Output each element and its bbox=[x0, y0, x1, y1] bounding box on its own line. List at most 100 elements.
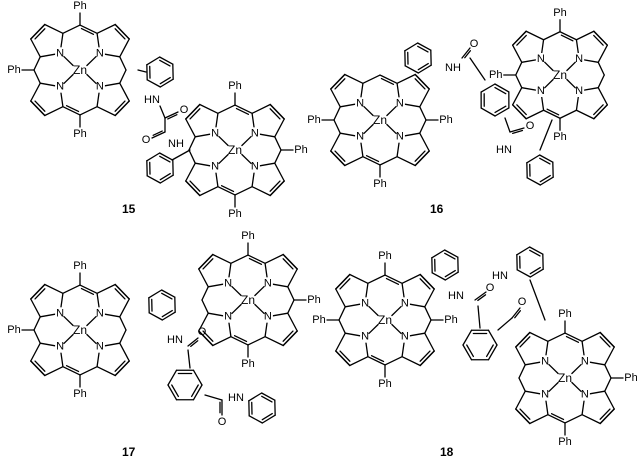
bond bbox=[269, 180, 281, 192]
bond bbox=[159, 78, 174, 88]
bond bbox=[516, 34, 527, 46]
bond bbox=[189, 108, 201, 120]
bond bbox=[114, 23, 130, 40]
label-background bbox=[55, 307, 66, 320]
label-background bbox=[540, 355, 551, 368]
bond bbox=[114, 100, 126, 112]
bond bbox=[599, 336, 611, 348]
compound-number-18: 18 bbox=[440, 445, 454, 459]
bond bbox=[593, 104, 604, 116]
bond bbox=[575, 109, 595, 120]
bond bbox=[515, 408, 531, 425]
bond bbox=[282, 253, 298, 270]
bond bbox=[417, 64, 432, 74]
compound-number-17: 17 bbox=[122, 445, 136, 459]
bond bbox=[515, 74, 523, 89]
bond bbox=[274, 118, 285, 138]
bond bbox=[233, 334, 248, 343]
bond bbox=[401, 273, 421, 285]
bond bbox=[241, 153, 252, 165]
bond bbox=[466, 344, 475, 358]
bond bbox=[274, 136, 282, 151]
oxygen-label: O bbox=[142, 134, 151, 146]
bond bbox=[363, 105, 374, 117]
bond bbox=[86, 55, 97, 67]
zinc-label: Zn bbox=[73, 323, 87, 337]
bond bbox=[231, 285, 242, 297]
bond bbox=[339, 350, 351, 362]
label-background bbox=[55, 47, 66, 60]
bond bbox=[538, 154, 554, 163]
bond bbox=[593, 30, 608, 46]
bond bbox=[559, 31, 578, 41]
phenyl-label: Ph bbox=[228, 80, 241, 92]
bond bbox=[391, 323, 402, 335]
bond bbox=[417, 62, 429, 71]
bond bbox=[559, 109, 578, 119]
bond bbox=[494, 86, 507, 95]
bond bbox=[137, 69, 147, 73]
nitrogen-label: N bbox=[56, 307, 64, 319]
bond bbox=[519, 336, 531, 348]
bond bbox=[462, 344, 473, 361]
nitrogen-label: N bbox=[96, 81, 104, 93]
bond bbox=[581, 413, 601, 425]
bond bbox=[62, 365, 81, 376]
bond bbox=[335, 273, 351, 290]
bond bbox=[146, 152, 161, 162]
bond bbox=[261, 395, 273, 403]
bond bbox=[419, 350, 435, 367]
bond bbox=[385, 277, 400, 286]
bond bbox=[63, 315, 74, 327]
bond bbox=[198, 312, 209, 332]
bond bbox=[201, 286, 209, 301]
bond bbox=[419, 278, 431, 290]
phenyl-label: Ph bbox=[307, 294, 320, 306]
bond bbox=[424, 332, 435, 352]
bond bbox=[480, 83, 496, 93]
bond bbox=[63, 55, 74, 67]
bond bbox=[597, 87, 608, 106]
bond bbox=[542, 31, 561, 41]
bond bbox=[30, 23, 46, 40]
bond bbox=[62, 105, 81, 116]
benzene-ring bbox=[146, 56, 174, 88]
bond bbox=[424, 288, 435, 308]
bond bbox=[362, 155, 381, 166]
bond bbox=[251, 103, 271, 115]
bond bbox=[539, 119, 553, 151]
bond bbox=[431, 249, 446, 259]
nitrogen-label: N bbox=[56, 81, 64, 93]
label-background bbox=[223, 310, 234, 323]
phenyl-label: Ph bbox=[7, 324, 20, 336]
bond bbox=[161, 292, 173, 300]
bond bbox=[512, 104, 527, 120]
nitrogen-label: N bbox=[361, 297, 369, 309]
bond bbox=[401, 355, 421, 367]
nitrogen-label: N bbox=[356, 131, 364, 143]
label-background bbox=[226, 143, 244, 157]
bond bbox=[198, 253, 214, 270]
label-background bbox=[371, 113, 389, 127]
bond bbox=[604, 377, 612, 392]
benzene-ring bbox=[146, 152, 174, 184]
bond bbox=[159, 59, 171, 67]
bond bbox=[282, 330, 298, 347]
bond bbox=[148, 312, 164, 321]
bond bbox=[494, 83, 510, 93]
label-background bbox=[556, 371, 574, 385]
bond bbox=[44, 23, 64, 35]
bond bbox=[571, 363, 582, 375]
bond bbox=[487, 344, 498, 361]
bond bbox=[529, 249, 541, 257]
bond bbox=[198, 330, 214, 347]
phenyl-label: Ph bbox=[558, 308, 571, 320]
bond bbox=[146, 56, 161, 66]
nitrogen-label: N bbox=[96, 47, 104, 59]
bond bbox=[282, 330, 294, 342]
bond bbox=[414, 78, 426, 90]
nitrogen-label: N bbox=[96, 307, 104, 319]
benzene-ring bbox=[480, 83, 510, 117]
